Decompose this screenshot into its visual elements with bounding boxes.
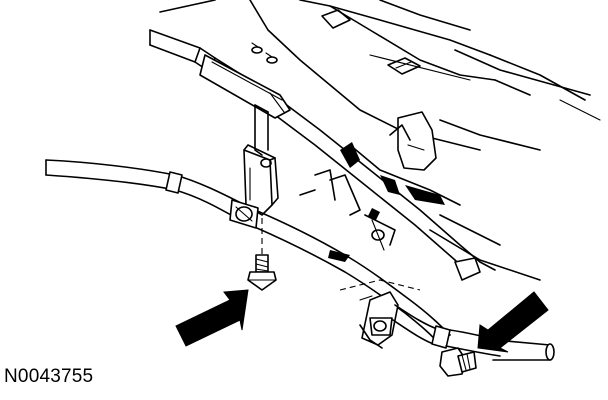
frame-rail (150, 30, 480, 280)
fuel-line-left (46, 160, 450, 345)
frame-bracket (244, 105, 278, 215)
figure-id-label: N0043755 (4, 366, 94, 387)
arrow-left-indicator (176, 290, 248, 346)
body-panel (160, 0, 600, 150)
line-clip-upper (230, 200, 258, 228)
right-structure (300, 112, 540, 290)
arrow-right-indicator (478, 292, 548, 352)
bolt-right (440, 348, 476, 376)
bolt-left (248, 218, 276, 290)
line-clip-lower (360, 292, 398, 348)
